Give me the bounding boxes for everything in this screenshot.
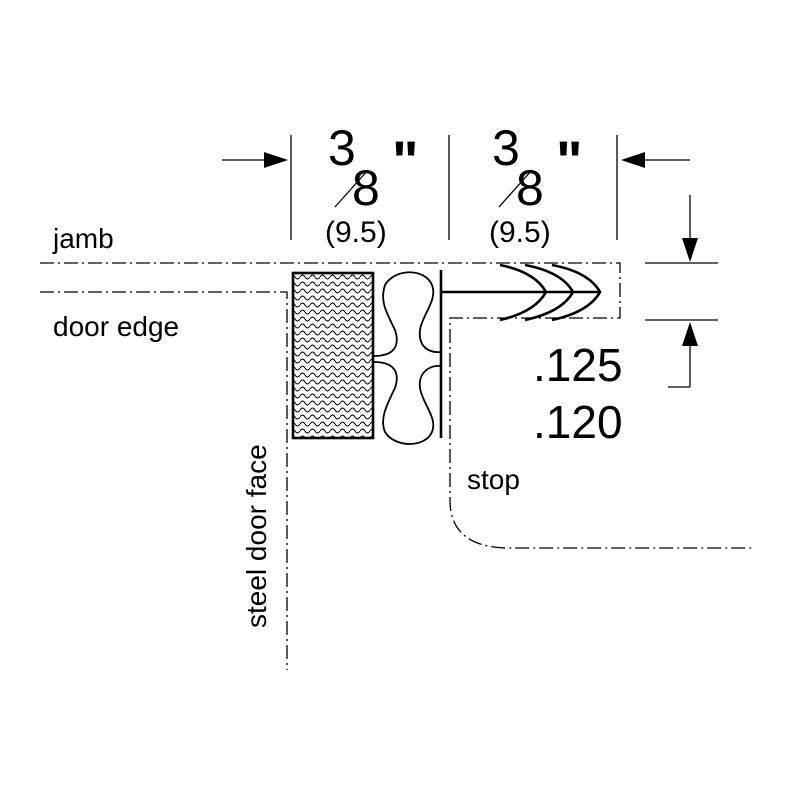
right-metric: (9.5) [489,216,551,249]
dimension-arrows [264,152,698,346]
foam-strip [291,271,375,440]
door-edge-line [40,291,288,670]
jamb-label: jamb [52,223,114,254]
thickness-min: .120 [533,396,623,448]
stop-label: stop [467,464,520,495]
left-numerator: 3 [328,120,356,176]
right-denominator: 8 [516,160,544,216]
left-inch-mark: " [392,129,419,192]
left-fraction-bar [334,169,369,208]
right-fraction-bar [498,169,533,208]
thickness-max: .125 [533,339,623,391]
left-denominator: 8 [352,160,380,216]
right-inch-mark: " [556,129,583,192]
left-metric: (9.5) [325,216,387,249]
right-numerator: 3 [492,120,520,176]
bulb-seal [373,271,442,445]
jamb-line [40,262,752,549]
barbs [499,263,602,322]
steel-door-face-label: steel door face [241,444,272,628]
door-edge-label: door edge [53,311,179,342]
